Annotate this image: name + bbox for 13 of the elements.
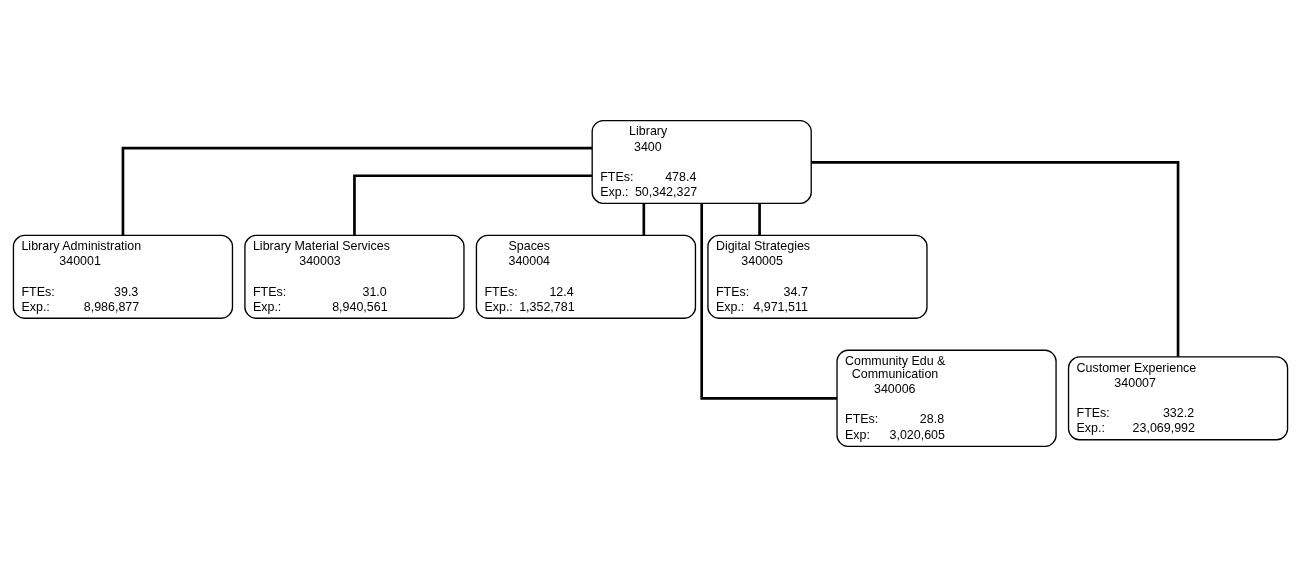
node-box: Community Edu & Communication 340006 FTEs: 28.8 Exp: 3,020,605 <box>836 349 1057 448</box>
node-box: Spaces 340004 FTEs: 12.4 Exp.: 1,352,781 <box>475 234 697 319</box>
node-box: Library Material Services 340003 FTEs: 31.0 Exp.: 8,940,561 <box>244 234 465 319</box>
node-box: Customer Experience 340007 FTEs: 332.2 Exp.: 23,069,992 <box>1067 356 1289 441</box>
node-box: Library Administration 340001 FTEs: 39.3 Exp.: 8,986,877 <box>12 234 234 319</box>
node-box: Digital Strategies 340005 FTEs: 34.7 Exp.: 4,971,511 <box>707 234 928 319</box>
connector <box>811 161 1180 357</box>
connector <box>758 203 761 236</box>
connector <box>121 146 593 236</box>
connector <box>642 203 646 236</box>
node-box: Library 3400 FTEs: 478.4 Exp.: 50,342,327 <box>591 119 812 205</box>
connector <box>353 174 593 236</box>
connector <box>700 203 837 400</box>
